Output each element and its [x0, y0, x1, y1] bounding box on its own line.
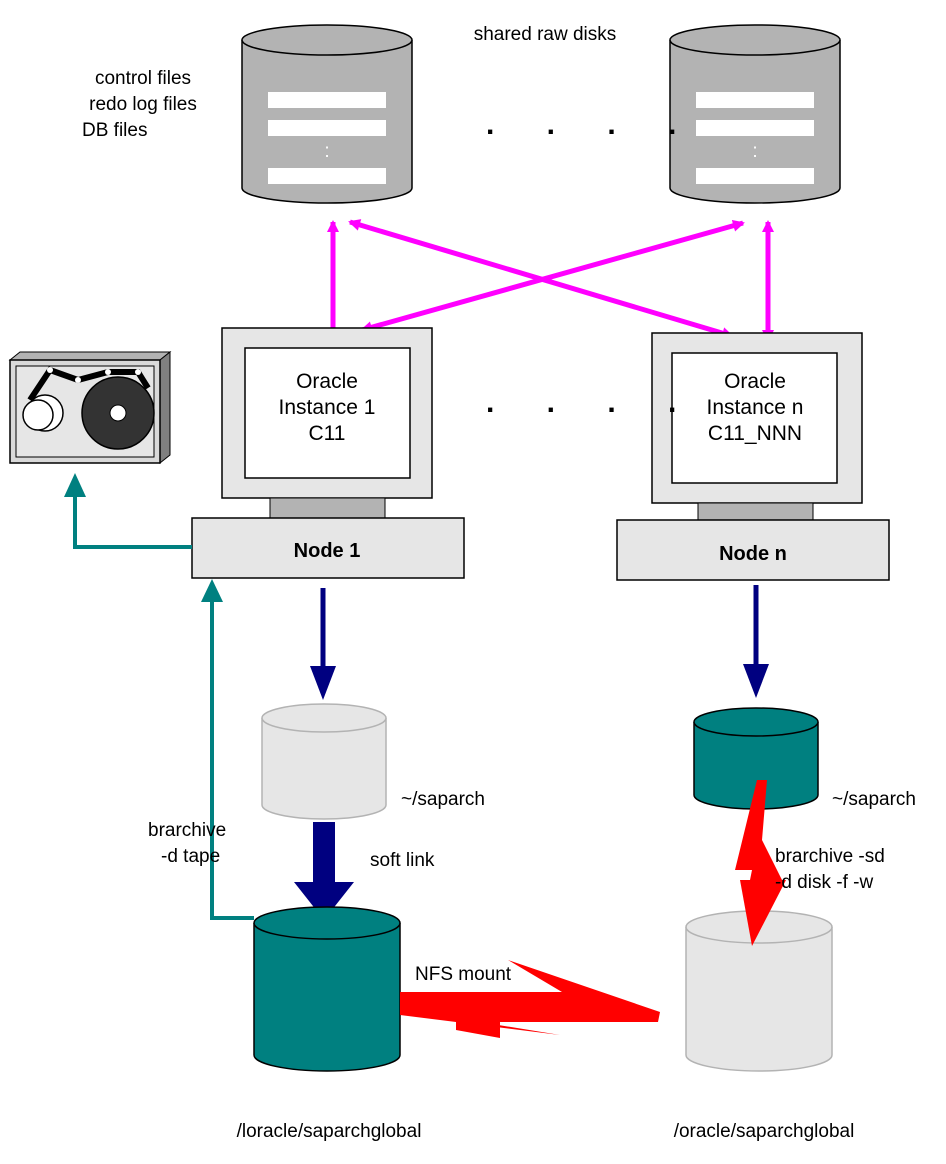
global-archive-disk-left: [253, 906, 401, 1072]
local-archive-arrows: [294, 585, 769, 920]
disk-content-3: DB files: [82, 120, 147, 141]
node1-instance-line2: Instance 1: [279, 396, 376, 419]
shared-disk-left: :: [241, 24, 413, 204]
node1-instance-line1: Oracle: [296, 370, 358, 393]
global-path-left: /loracle/saparchglobal: [237, 1121, 422, 1142]
nfs-mount-label: NFS mount: [415, 964, 512, 985]
node-1: Oracle Instance 1 C11 Node 1: [191, 327, 465, 579]
local-archive-disk-noden: [693, 707, 819, 810]
noden-instance-line1: Oracle: [724, 370, 786, 393]
nodes-ellipsis: . . . .: [486, 386, 698, 419]
brarchive-disk-arrow: [735, 780, 786, 946]
local-archive-disk-node1: [261, 703, 387, 820]
disk-content-1: control files: [95, 68, 191, 89]
brarchive-disk-line2: -d disk -f -w: [775, 872, 873, 893]
soft-link-label: soft link: [370, 850, 435, 871]
node-n: Oracle Instance n C11_NNN Node n: [616, 332, 890, 581]
disk-slot-colon: :: [324, 141, 329, 162]
noden-label: Node n: [719, 543, 787, 565]
tape-archive-paths: [64, 473, 254, 920]
brarchive-tape-line2: -d tape: [161, 846, 220, 867]
brarchive-tape-line1: brarchive: [148, 820, 226, 841]
disks-ellipsis: . . . .: [486, 108, 698, 141]
disk-slot-colon: :: [752, 141, 757, 162]
node1-instance-line3: C11: [309, 422, 346, 445]
nfs-mount-arrow: [400, 960, 660, 1038]
noden-instance-line3: C11_NNN: [708, 422, 802, 445]
shared-disks-title: shared raw disks: [474, 24, 617, 45]
node1-label: Node 1: [294, 540, 361, 562]
brarchive-disk-line1: brarchive -sd: [775, 846, 885, 867]
tape-drive-icon: [8, 350, 172, 465]
global-archive-disk-right: [685, 910, 833, 1072]
arrow-diskn-node1: [360, 219, 745, 334]
noden-instance-line2: Instance n: [707, 396, 804, 419]
disk-content-2: redo log files: [89, 94, 197, 115]
shared-disk-right: :: [669, 24, 841, 204]
global-path-right: /oracle/saparchglobal: [674, 1121, 855, 1142]
shared-access-arrows: [327, 219, 774, 342]
saparch-label-right: ~/saparch: [832, 789, 916, 810]
saparch-label-left: ~/saparch: [401, 789, 485, 810]
